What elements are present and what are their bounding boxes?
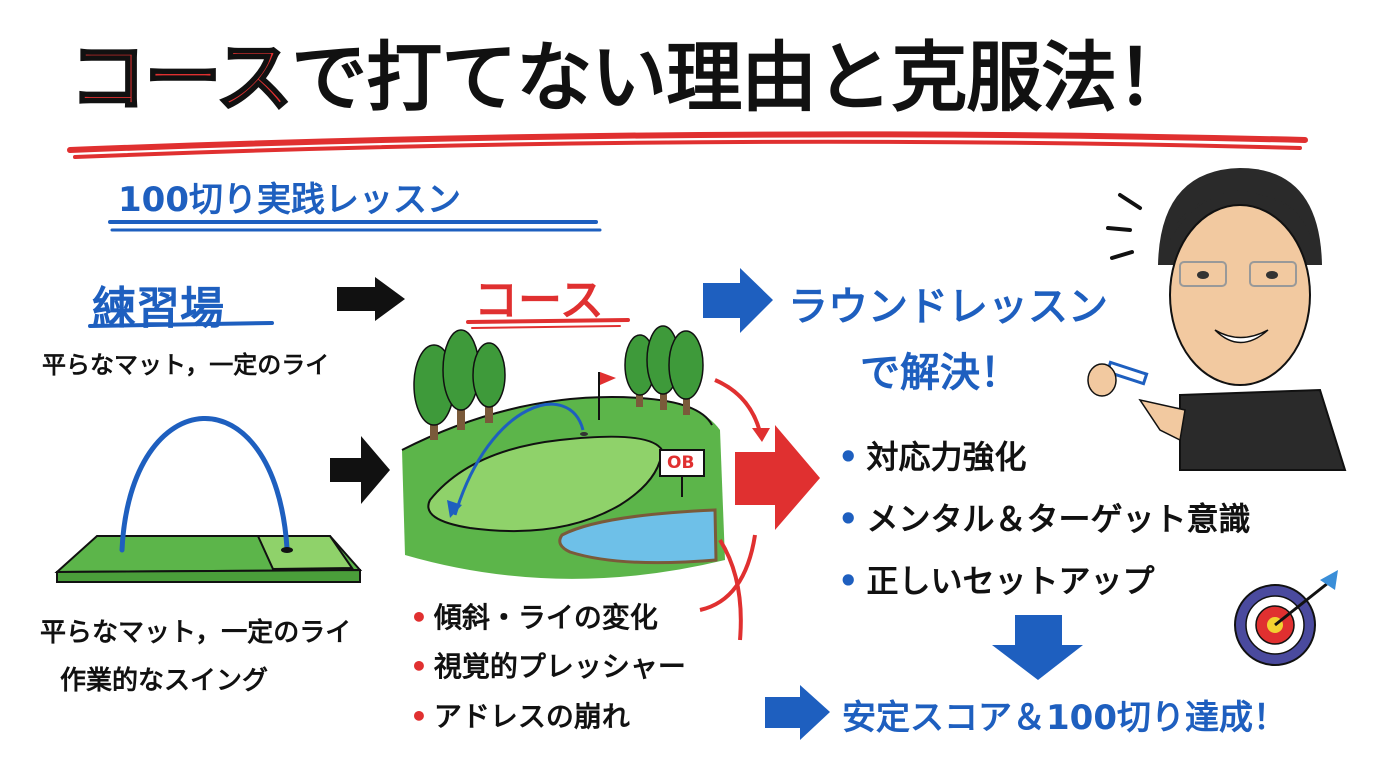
subtitle: 100切り実践レッスン	[118, 180, 461, 220]
solution-heading-line1: ラウンドレッスン	[788, 284, 1108, 330]
benefit-item: 対応力強化	[838, 432, 1026, 478]
title-red-part: コース	[68, 32, 293, 124]
title-black-part: で打てない理由と克服法！	[291, 33, 1192, 122]
course-issue: アドレスの崩れ	[410, 695, 630, 735]
trees-right	[624, 325, 704, 415]
page-title: コースで打てない理由と克服法！	[68, 28, 1192, 128]
solution-heading-line2: で解決！	[860, 350, 1020, 396]
result-text: 安定スコア＆100切り達成！	[842, 698, 1287, 738]
practice-point: 平らなマット，一定のライ	[40, 618, 352, 648]
practice-point: 作業的なスイング	[60, 666, 269, 696]
practice-range-caption: 平らなマット，一定のライ	[42, 351, 330, 379]
trees-left	[413, 329, 506, 440]
course-heading: コース	[474, 275, 604, 326]
benefit-item: メンタル＆ターゲット意識	[838, 494, 1250, 540]
course-issue: 視覚的プレッシャー	[410, 645, 686, 685]
course-issue: 傾斜・ライの変化	[410, 596, 658, 636]
benefit-item: 正しいセットアップ	[838, 556, 1154, 602]
ob-sign: OB	[667, 453, 695, 473]
